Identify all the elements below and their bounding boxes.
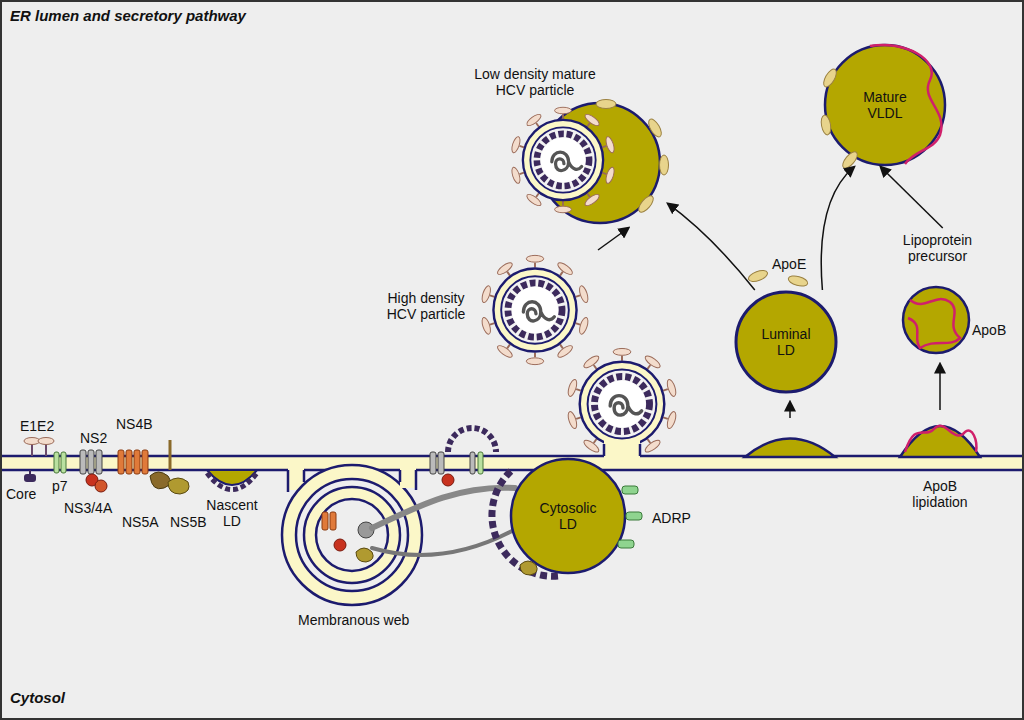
maturation-arrow [821, 167, 854, 290]
part-label: ApoB lipidation [900, 478, 980, 510]
part-label: Nascent LD [202, 497, 262, 529]
part-label: NS4B [116, 416, 153, 432]
node-label: Luminal LD [755, 326, 817, 358]
part-label: ADRP [652, 510, 691, 526]
node-heading: High density HCV particle [378, 290, 474, 322]
maturation-arrow [668, 204, 755, 290]
node-label: Mature VLDL [850, 89, 920, 121]
particle-node: Low density mature HCV particle [470, 66, 668, 228]
region-label: Cytosol [10, 690, 65, 706]
node-heading: Lipoprotein precursor [885, 232, 990, 264]
part-label: ApoB [972, 322, 1006, 338]
part-label: Membranous web [298, 612, 409, 628]
lipid-droplet: Mature VLDL [823, 43, 947, 167]
lipid-droplet: Cytosolic LD [510, 458, 626, 574]
region-label: ER lumen and secretory pathway [10, 8, 246, 24]
maturation-arrow [881, 167, 943, 228]
part-label: ApoE [770, 256, 808, 272]
maturation-arrow [598, 228, 628, 250]
part-label: NS3/4A [64, 500, 112, 516]
particle-node: High density HCV particle [378, 250, 598, 370]
part-label: E1E2 [20, 418, 54, 434]
lipid-droplet: Luminal LD [734, 290, 838, 394]
part-label: p7 [52, 478, 68, 494]
part-label: NS5B [170, 514, 207, 530]
part-label: NS5A [122, 514, 159, 530]
node-heading: Low density mature HCV particle [470, 66, 600, 98]
part-label: NS2 [80, 430, 107, 446]
node-label: Cytosolic LD [532, 500, 604, 532]
part-label: Core [6, 486, 36, 502]
